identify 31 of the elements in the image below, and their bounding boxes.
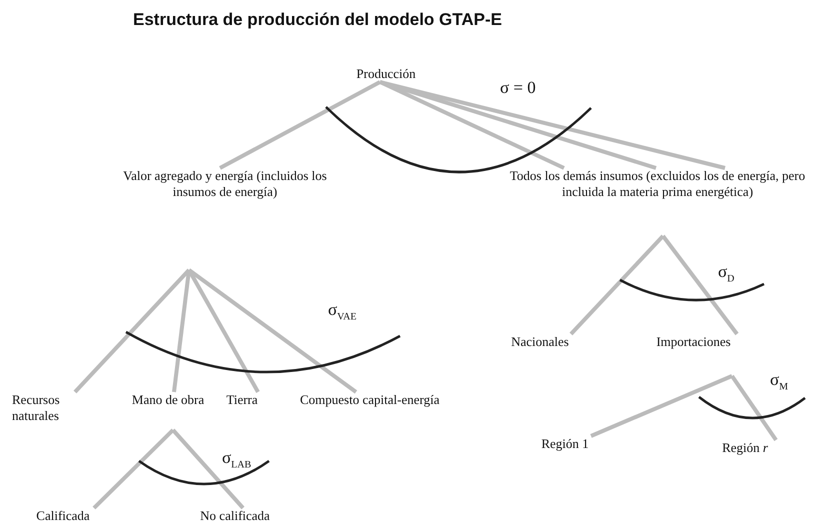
node-label: Importaciones bbox=[646, 334, 741, 350]
branch-line bbox=[570, 234, 664, 336]
branch-line bbox=[172, 428, 244, 510]
branch-line bbox=[92, 428, 174, 510]
node-label: Valor agregado y energía (incluidos los insumos de energía) bbox=[110, 168, 340, 200]
branch-line bbox=[730, 374, 778, 442]
node-label: Calificada bbox=[28, 508, 98, 523]
node-label: No calificada bbox=[190, 508, 280, 523]
node-label: Todos los demás insumos (excluidos los de energía, pero incluida la materia prima energética) bbox=[500, 168, 815, 200]
branch-line bbox=[74, 268, 190, 394]
node-label: Región 1 bbox=[535, 436, 595, 452]
elasticity-label: σ$_{M}$ bbox=[770, 370, 788, 394]
elasticity-label: σ = 0 bbox=[500, 78, 536, 98]
node-label: Recursos naturales bbox=[12, 392, 82, 424]
branch-line bbox=[590, 374, 733, 438]
branch-line bbox=[380, 80, 726, 170]
branch-line bbox=[187, 269, 260, 393]
branch-line bbox=[219, 80, 381, 170]
node-label: Mano de obra bbox=[128, 392, 208, 408]
node-label: Compuesto capital-energía bbox=[300, 392, 460, 408]
elasticity-label: σ$_{D}$ bbox=[718, 262, 734, 286]
elasticity-label: σ$_{LAB}$ bbox=[222, 448, 252, 472]
branch-line bbox=[661, 234, 739, 336]
branch-line bbox=[188, 268, 358, 394]
node-label: Nacionales bbox=[505, 334, 575, 350]
node-label: Producción bbox=[346, 66, 426, 82]
diagram-title: Estructura de producción del modelo GTAP-E bbox=[133, 10, 502, 30]
node-label: Tierra bbox=[222, 392, 262, 408]
branch-line bbox=[379, 80, 565, 170]
node-label: Región r bbox=[710, 440, 780, 456]
elasticity-label: σ$_{VAE}$ bbox=[328, 300, 356, 324]
